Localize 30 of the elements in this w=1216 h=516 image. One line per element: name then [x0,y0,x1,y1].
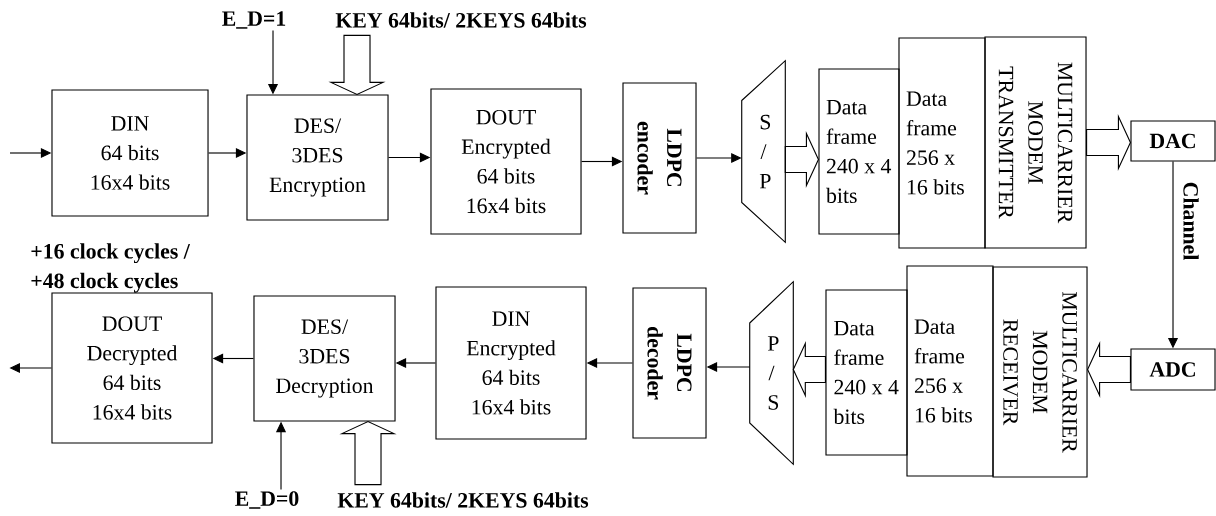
frame-box: Data frame 256 x 16 bits [898,37,986,249]
block-arrow [328,34,386,96]
input-label: KEY 64bits/ 2KEYS 64bits [335,12,587,28]
block-arrow [792,340,826,399]
frame-box: Data frame 256 x 16 bits [906,265,994,477]
block-arrow [1086,113,1132,172]
modem-box: MULTICARRIER MODEM TRANSMITTER [984,36,1087,249]
modem-box: MULTICARRIER MODEM RECEIVER [992,266,1088,478]
input-label: E_D=0 [235,491,299,509]
process-box: DIN 64 bits 16x4 bits [51,89,209,217]
block-arrow [1086,340,1131,399]
converter-box: ADC [1130,348,1216,391]
trapezoid-block: S / P [741,59,786,244]
trapezoid-block: P / S [749,280,794,466]
process-box: LDPC decoder [632,287,707,439]
process-box: DOUT Encrypted 64 bits 16x4 bits [430,88,582,235]
process-box: DOUT Decrypted 64 bits 16x4 bits [51,292,213,444]
block-arrow [784,130,820,189]
frame-box: Data frame 240 x 4 bits [825,289,908,456]
process-box: DIN Encrypted 64 bits 16x4 bits [435,286,587,440]
process-box: DES/ 3DES Encryption [246,94,389,221]
input-label: E_D=1 [222,11,286,29]
edge-label: Channel [1181,180,1201,262]
frame-box: Data frame 240 x 4 bits [818,68,900,235]
block-arrow [339,420,397,486]
converter-box: DAC [1130,120,1216,162]
note-text: +16 clock cycles / +48 clock cycles [31,243,191,293]
process-box: DES/ 3DES Decryption [253,295,396,422]
process-box: LDPC encoder [622,82,697,234]
input-label: KEY 64bits/ 2KEYS 64bits [337,492,589,508]
